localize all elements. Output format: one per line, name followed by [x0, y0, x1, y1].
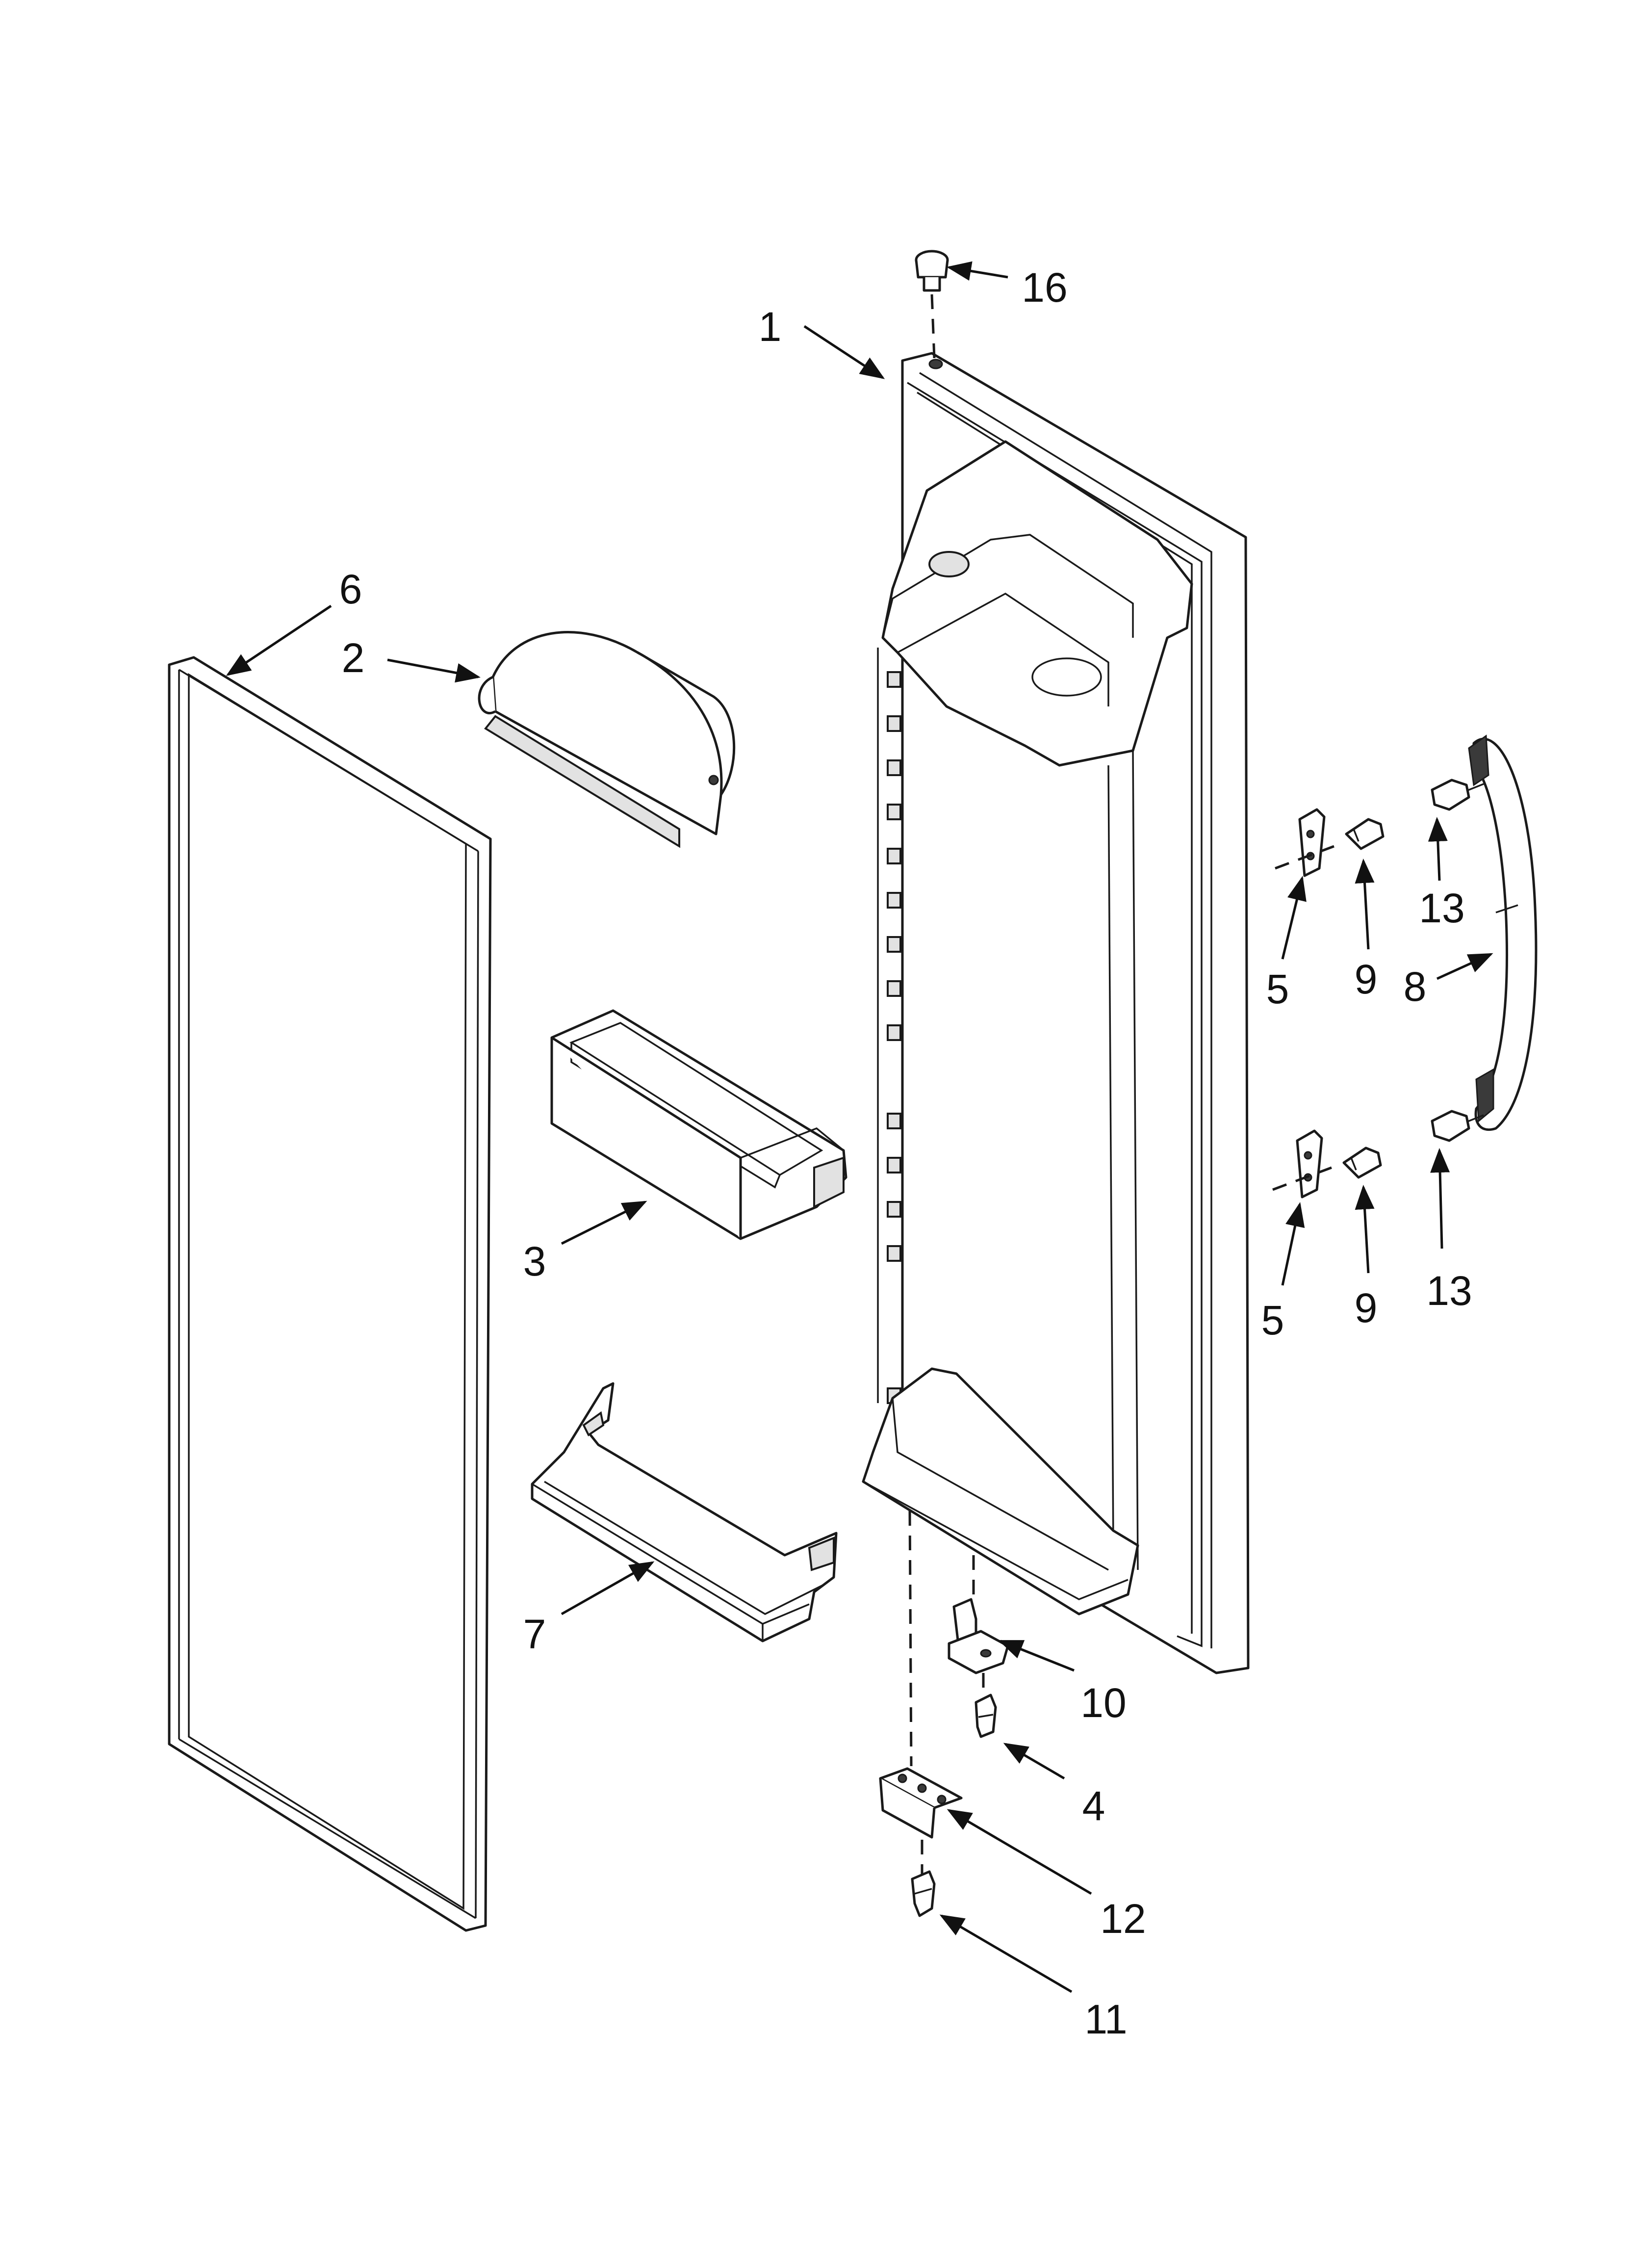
door-hinge-axis [908, 1511, 913, 1767]
leader-5-upper [1281, 876, 1307, 960]
leader-9-lower [1355, 1185, 1375, 1274]
door-bin-lower [531, 1382, 838, 1642]
leader-9-upper [1355, 859, 1375, 950]
screw-lower-9 [1342, 1147, 1382, 1179]
handle-bracket-lower [1296, 1129, 1323, 1199]
callout-5-upper: 5 [1266, 966, 1289, 1012]
callout-6: 6 [339, 566, 362, 612]
callout-9-lower: 9 [1355, 1285, 1378, 1331]
refrigerator-door-assembly [862, 352, 1250, 1674]
hinge-screw [975, 1694, 997, 1738]
callout-labels: 1 16 6 2 3 7 5 9 13 8 5 9 13 10 4 12 11 [339, 264, 1472, 2042]
leader-4 [1003, 1743, 1065, 1780]
lower-hinge-bracket [879, 1767, 963, 1839]
callout-5-lower: 5 [1261, 1297, 1284, 1343]
callout-13-upper: 13 [1419, 885, 1464, 931]
bracket-lower-axis [1272, 1166, 1332, 1191]
callout-1: 1 [759, 304, 782, 350]
leader-16 [947, 261, 1008, 281]
bushing-alignment-line [930, 294, 936, 359]
leader-8 [1436, 953, 1493, 980]
dairy-door-bin [478, 631, 736, 848]
bracket-screw [911, 1870, 936, 1917]
leader-1 [803, 325, 885, 379]
bracket-upper-axis [1275, 845, 1334, 870]
shelf-peg-column [887, 671, 901, 1404]
screw-upper-9 [1345, 818, 1385, 850]
callout-12: 12 [1100, 1896, 1146, 1942]
leader-7 [561, 1561, 655, 1616]
leader-lines [226, 261, 1493, 1993]
leader-2 [387, 658, 481, 683]
callout-9-upper: 9 [1355, 956, 1378, 1002]
leader-3 [561, 1200, 647, 1245]
door-bin [550, 1009, 847, 1240]
leader-5-lower [1281, 1202, 1305, 1286]
leader-6 [226, 604, 332, 676]
handle-screw-lower [1431, 1110, 1484, 1142]
handle-screw-upper [1431, 779, 1484, 811]
leader-13-upper [1428, 817, 1448, 881]
door-handle [1468, 734, 1538, 1131]
leader-10 [998, 1640, 1075, 1672]
callout-13-lower: 13 [1426, 1268, 1472, 1314]
callout-2: 2 [342, 635, 365, 681]
callout-7: 7 [523, 1611, 546, 1657]
hinge-bushing [915, 250, 949, 292]
leader-13-lower [1430, 1148, 1450, 1249]
leader-11 [939, 1914, 1073, 1993]
handle-bracket-upper [1298, 808, 1326, 877]
callout-8: 8 [1404, 964, 1427, 1010]
callout-3: 3 [523, 1238, 546, 1284]
callout-4: 4 [1082, 1783, 1105, 1829]
door-gasket [168, 656, 492, 1932]
bottom-hinge-pin [948, 1598, 1009, 1674]
callout-16: 16 [1022, 264, 1067, 311]
callout-11: 11 [1084, 1996, 1127, 2042]
callout-10: 10 [1080, 1680, 1126, 1726]
leader-12 [947, 1809, 1092, 1895]
